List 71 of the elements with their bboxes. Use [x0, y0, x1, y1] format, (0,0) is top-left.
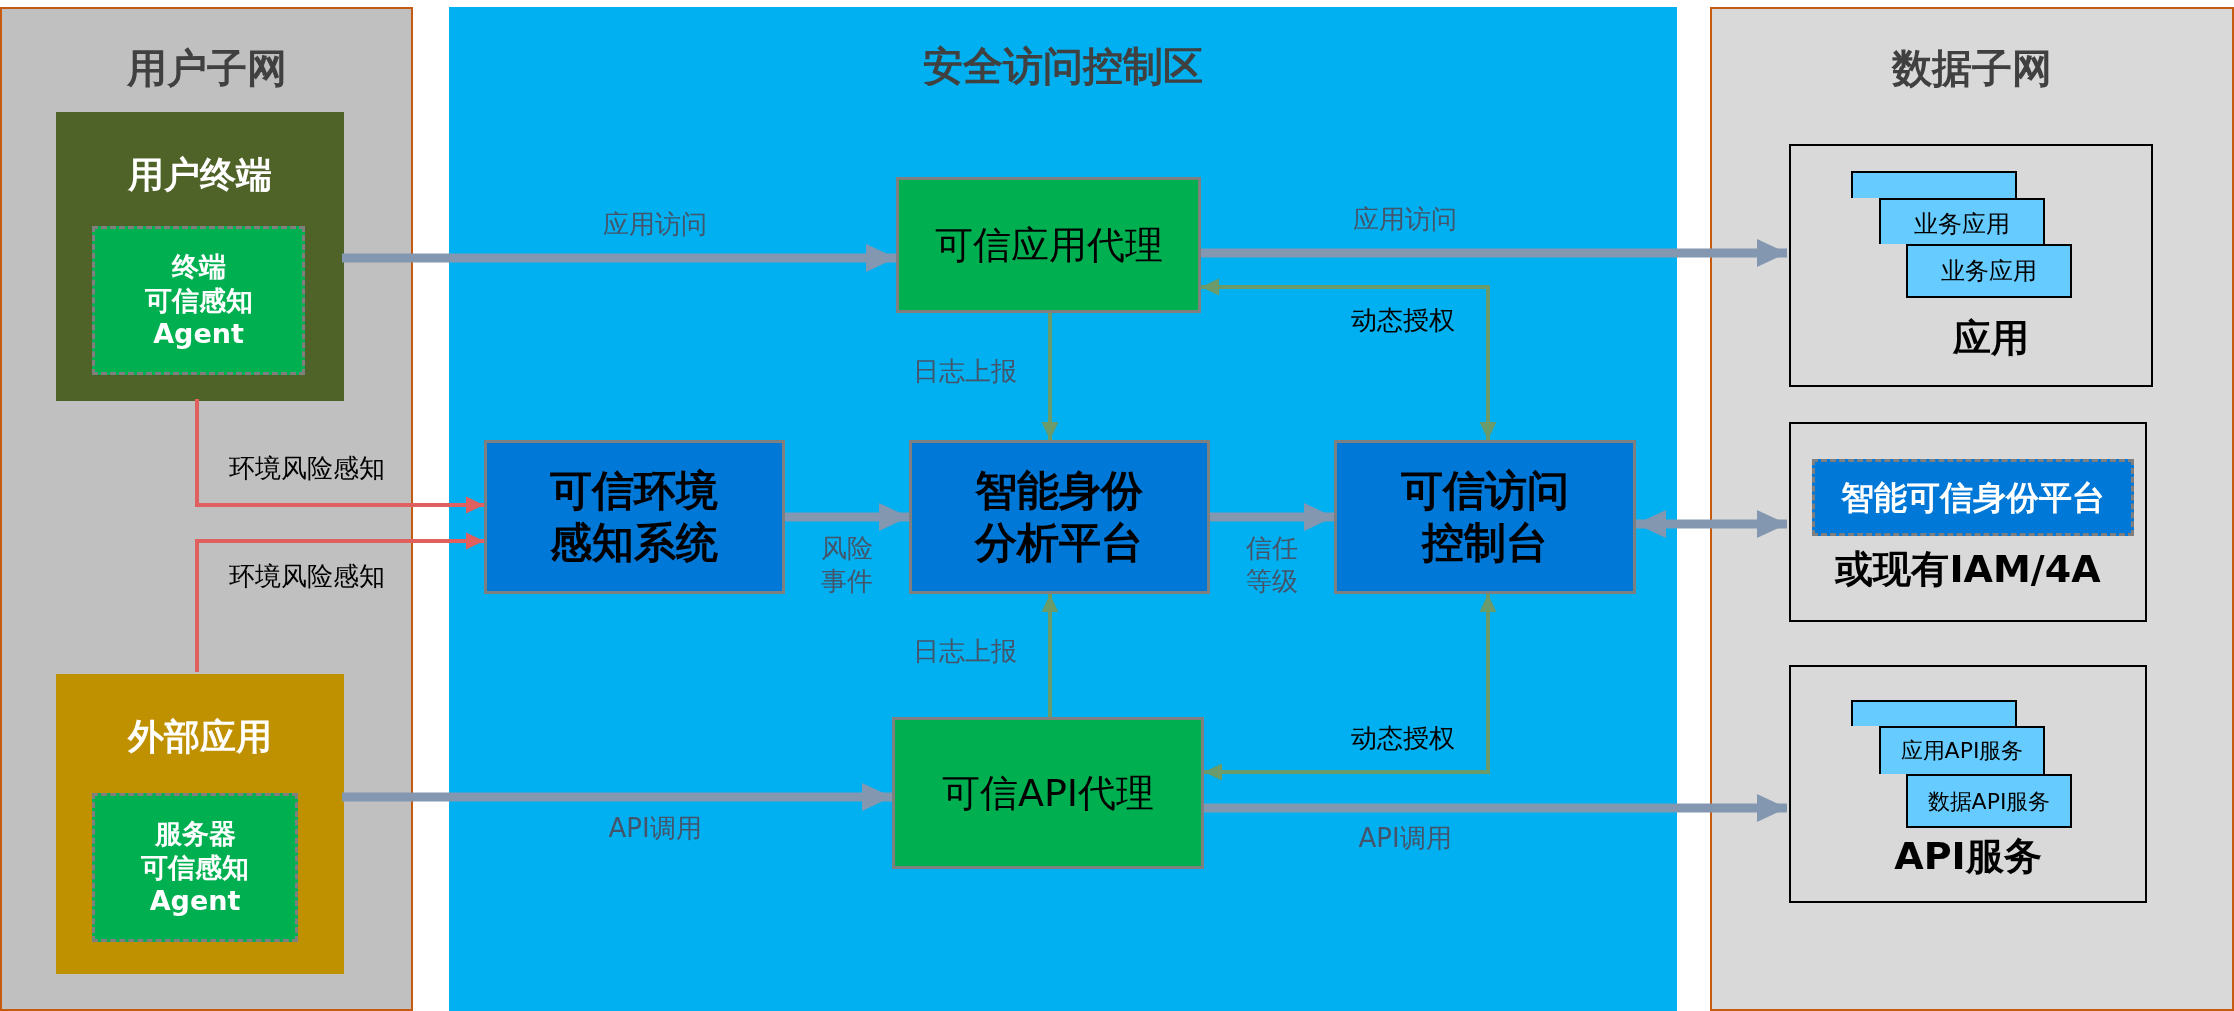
arrow	[1636, 510, 1787, 538]
arrow	[1041, 594, 1059, 717]
agent-box	[92, 226, 305, 375]
application-box	[56, 674, 344, 974]
arrow	[1210, 503, 1334, 531]
process-box	[909, 440, 1210, 594]
zone-panel	[449, 7, 1677, 1011]
agent-box	[92, 793, 298, 942]
node-label: Agent	[153, 317, 244, 352]
node-label: 服务器	[154, 816, 236, 851]
edge-label: 环境风险感知	[228, 452, 386, 485]
device-box	[56, 112, 344, 401]
zone-panel	[0, 7, 413, 1011]
edge-label: 信任等级	[1245, 532, 1299, 597]
zone-panel	[1710, 7, 2234, 1011]
arrow	[342, 244, 896, 272]
box-title: 或现有IAM/4A	[1835, 546, 2101, 593]
box-title: 用户终端	[128, 153, 272, 197]
arrow	[342, 783, 892, 811]
app-card	[1906, 244, 2072, 298]
edge-label: 应用访问	[602, 208, 708, 241]
stacked-card	[1851, 171, 2017, 198]
edge-label: 日志上报	[912, 355, 1018, 388]
node-label: 可信访问控制台	[1400, 464, 1570, 569]
node-label: 可信应用代理	[934, 221, 1163, 269]
node-label: 可信感知	[141, 850, 249, 885]
node-label: 智能身份分析平台	[973, 464, 1145, 569]
box-title: 应用	[1952, 315, 2029, 362]
arrow	[1201, 239, 1787, 267]
arrow	[1041, 313, 1059, 440]
box-title: API服务	[1894, 833, 2042, 880]
group-box	[1789, 665, 2147, 903]
process-box	[1334, 440, 1636, 594]
node-label: 业务应用	[1914, 209, 2010, 240]
app-card	[1879, 198, 2045, 244]
group-box	[1789, 144, 2153, 387]
node-label: 可信API代理	[941, 769, 1155, 817]
node-label: Agent	[149, 884, 241, 919]
node-label: 终端	[171, 249, 226, 284]
node-label: 应用API服务	[1900, 737, 2024, 765]
edge-label: API调用	[1357, 822, 1453, 855]
arrow	[785, 503, 909, 531]
node-label: 业务应用	[1941, 256, 2037, 287]
identity-platform-box	[1812, 459, 2134, 536]
box-title: 外部应用	[128, 715, 272, 759]
service-card	[1879, 726, 2045, 774]
service-card	[1906, 774, 2072, 828]
node-label: 智能可信身份平台	[1841, 476, 2105, 519]
process-box	[484, 440, 785, 594]
edge-label: 应用访问	[1352, 203, 1458, 236]
edge-label: 动态授权	[1350, 722, 1456, 755]
group-box	[1789, 422, 2147, 622]
arrow	[195, 532, 484, 672]
process-box	[892, 717, 1204, 869]
edge-label: API调用	[607, 812, 703, 845]
arrow	[195, 399, 484, 514]
arrow	[1201, 278, 1497, 440]
arrow	[1204, 794, 1787, 822]
edge-label: 动态授权	[1350, 304, 1456, 337]
process-box	[896, 177, 1201, 313]
edge-label: 日志上报	[912, 635, 1018, 668]
node-label: 数据API服务	[1927, 787, 2051, 816]
arrow	[1204, 594, 1497, 781]
zone-title: 用户子网	[126, 44, 287, 93]
node-label: 可信感知	[144, 283, 253, 318]
zone-title: 数据子网	[1892, 44, 2052, 93]
zone-title: 安全访问控制区	[923, 42, 1203, 91]
edge-label: 环境风险感知	[228, 560, 386, 593]
stacked-card	[1851, 700, 2017, 726]
node-label: 可信环境感知系统	[549, 464, 720, 569]
edge-label: 风险事件	[820, 532, 874, 597]
